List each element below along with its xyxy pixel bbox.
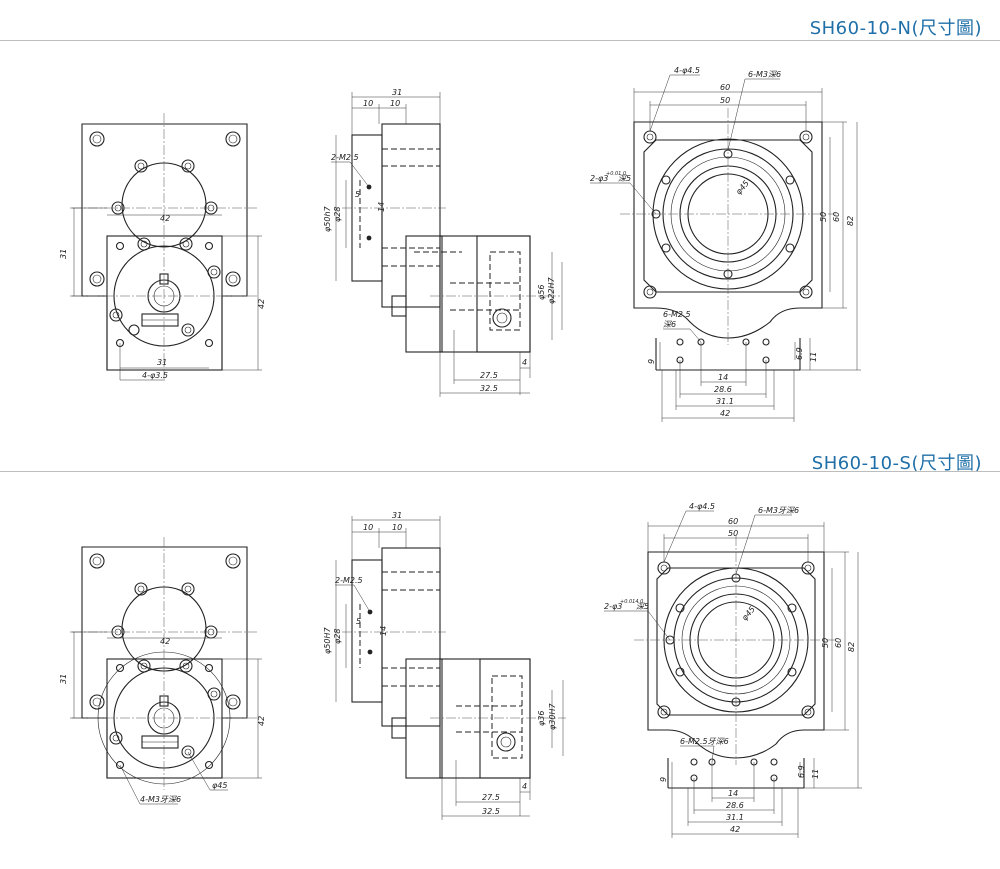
- dim-9: 9: [659, 777, 668, 782]
- dim-31-1: 31.1: [726, 813, 744, 822]
- dim-60-v: 60: [834, 638, 843, 648]
- dim-d45: φ45: [734, 179, 751, 197]
- dim-bot-thread: 6-M2.5牙深6: [680, 737, 729, 746]
- gear-housing: [381, 123, 441, 308]
- dim-5: 5: [356, 617, 361, 626]
- dim-42: 42: [160, 637, 170, 646]
- flange-view-n: 4-φ4.5 6-M3深6 60 50 2-φ3 +0.01 0 深5 φ45 …: [590, 66, 861, 422]
- dim-11: 11: [809, 352, 818, 362]
- dim-42: 42: [720, 409, 730, 418]
- dim-d56: φ56: [537, 285, 546, 300]
- dim-42: 42: [730, 825, 740, 834]
- flange-view-s: 4-φ4.5 6-M3牙深6 60 50 2-φ3 +0.014 0 深5 φ4…: [604, 502, 862, 838]
- dim-42-v: 42: [257, 716, 266, 726]
- dim-60: 60: [728, 517, 738, 526]
- section-title-n: SH60-10-N(尺寸圖): [809, 18, 982, 39]
- dim-11: 11: [811, 769, 820, 779]
- dim-d28: φ28: [333, 629, 342, 644]
- dim-holes-a: 4-φ4.5: [674, 66, 700, 75]
- side-view-n: 31 10 10 2-M2.5 5 14 φ50h7 φ28 φ56 φ22H7…: [323, 88, 563, 397]
- dim-holes-a: 4-φ4.5: [689, 502, 715, 511]
- dim-31: 31: [392, 88, 402, 97]
- section-s: 42 31 42 φ45 4-M3牙深6: [59, 502, 862, 838]
- dim-60: 60: [720, 83, 730, 92]
- dim-5: 5: [355, 190, 360, 199]
- dim-28-6: 28.6: [714, 385, 732, 394]
- dim-32-5: 32.5: [482, 807, 500, 816]
- front-view-n: 42 31 42 31 4-φ3.5: [59, 113, 266, 381]
- dim-4: 4: [522, 358, 527, 367]
- dim-d36: φ36: [537, 711, 546, 726]
- dim-27-5: 27.5: [480, 371, 498, 380]
- front-output-block: [106, 235, 223, 371]
- dim-82-v: 82: [847, 642, 856, 652]
- dim-10b: 10: [392, 523, 402, 532]
- dim-bot-thread: 6-M2.5: [663, 310, 691, 319]
- dim-6-9: 6.9: [797, 765, 806, 778]
- dim-d50: φ50h7: [323, 205, 332, 232]
- dim-14: 14: [377, 202, 386, 212]
- output-housing: [439, 235, 531, 353]
- dim-10b: 10: [390, 99, 400, 108]
- dim-pin: 2-φ3: [590, 174, 608, 183]
- dim-thread: 2-M2.5: [331, 153, 359, 162]
- dim-50-v: 50: [821, 638, 830, 648]
- dim-pin-tol: +0.01 0: [606, 171, 626, 177]
- dim-14: 14: [728, 789, 738, 798]
- dim-31-v: 31: [59, 674, 68, 684]
- dim-32-5: 32.5: [480, 384, 498, 393]
- dim-42-v: 42: [257, 299, 266, 309]
- dim-d45: φ45: [212, 781, 227, 790]
- dim-pin: 2-φ3: [604, 602, 622, 611]
- dim-holes-b: 6-M3深6: [748, 70, 781, 79]
- dim-pin-depth: 深5: [636, 602, 649, 611]
- dim-d50: φ50H7: [323, 627, 332, 654]
- dim-9: 9: [647, 359, 656, 364]
- dim-holes: 4-φ3.5: [142, 371, 168, 380]
- dim-31-h: 31: [157, 358, 167, 367]
- dim-60-v: 60: [832, 212, 841, 222]
- section-divider-n: [0, 40, 1000, 41]
- dim-31-v: 31: [59, 249, 68, 259]
- dim-42: 42: [160, 214, 170, 223]
- section-n: 42 31 42 31 4-φ3.5: [59, 66, 861, 422]
- dim-holes: 4-M3牙深6: [140, 795, 181, 804]
- dim-27-5: 27.5: [482, 793, 500, 802]
- dim-4: 4: [522, 782, 527, 791]
- dim-6-9: 6.9: [795, 347, 804, 360]
- front-view-s: 42 31 42 φ45 4-M3牙深6: [59, 537, 266, 805]
- dim-d30: φ30H7: [548, 703, 557, 730]
- dim-bot-depth: 深6: [663, 320, 676, 329]
- dim-pin-tol: +0.014 0: [620, 599, 643, 605]
- dim-82-v: 82: [846, 216, 855, 226]
- section-divider-s: [0, 471, 1000, 472]
- dim-10a: 10: [363, 523, 373, 532]
- dim-50: 50: [720, 96, 730, 105]
- dim-d22: φ22H7: [547, 277, 556, 304]
- dim-50: 50: [728, 529, 738, 538]
- dim-50-v: 50: [819, 212, 828, 222]
- front-output-block: [106, 658, 223, 779]
- dim-pin-depth: 深5: [618, 174, 631, 183]
- dim-10a: 10: [363, 99, 373, 108]
- dim-31-1: 31.1: [716, 397, 734, 406]
- dim-28-6: 28.6: [726, 801, 744, 810]
- dim-31: 31: [392, 511, 402, 520]
- side-view-s: 31 10 10 2-M2.5 5 14 φ50H7 φ28 φ36 φ30H7…: [323, 511, 566, 820]
- dim-d28: φ28: [333, 207, 342, 222]
- dim-thread: 2-M2.5: [335, 576, 363, 585]
- dim-14: 14: [379, 626, 388, 636]
- dim-14: 14: [718, 373, 728, 382]
- section-title-s: SH60-10-S(尺寸圖): [811, 453, 982, 474]
- dim-holes-b: 6-M3牙深6: [758, 506, 799, 515]
